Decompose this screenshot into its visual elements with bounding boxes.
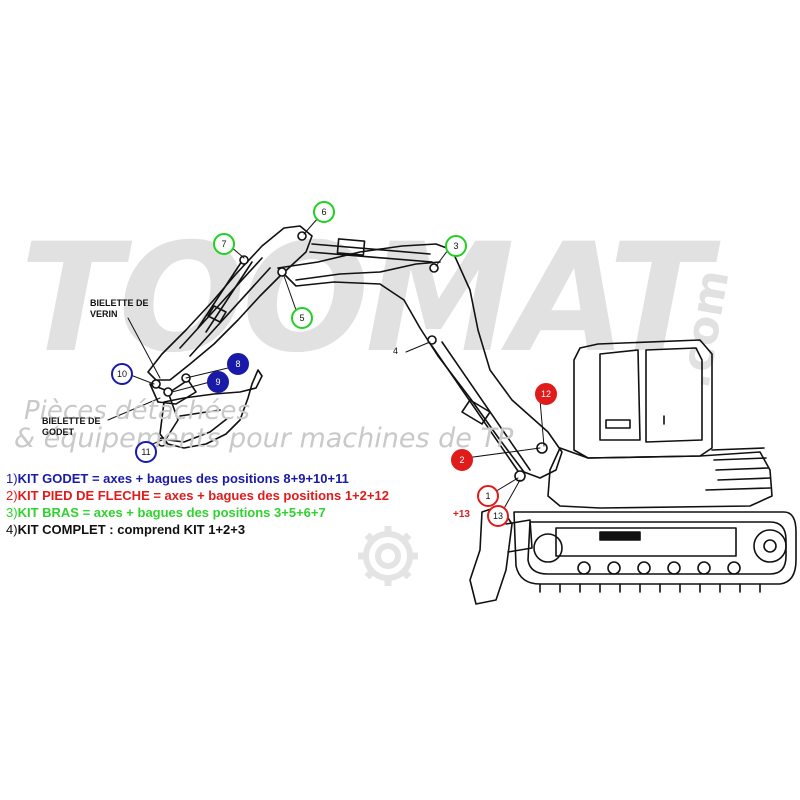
callout-11: 11: [135, 441, 157, 463]
pin-markers: [151, 231, 548, 482]
legend-text: KIT BRAS = axes + bagues des positions 3…: [17, 505, 326, 520]
legend-kit-complet: 4)KIT COMPLET : comprend KIT 1+2+3: [6, 521, 526, 538]
watermark-tagline-2: & équipements pour machines de TP: [14, 423, 514, 454]
kit-legend: 1)KIT GODET = axes + bagues des position…: [6, 470, 526, 538]
track-outline: [513, 511, 797, 585]
legend-text: KIT GODET = axes + bagues des positions …: [17, 471, 349, 486]
callout-7: 7: [213, 233, 235, 255]
callout-3: 3: [445, 235, 467, 257]
callout-2: 2: [451, 449, 473, 471]
bucket-cylinder: [197, 257, 253, 333]
cab-window-front: [599, 349, 641, 441]
body-frame: [547, 447, 773, 509]
engine-grille: [705, 447, 771, 491]
cab-window-side: [645, 347, 703, 443]
legend-extra-position: +13: [453, 509, 470, 520]
legend-kit-bras: 3)KIT BRAS = axes + bagues des positions…: [6, 504, 526, 521]
legend-num: 3): [6, 505, 18, 520]
gear-watermark-icon: [358, 526, 418, 586]
callout-4: 4: [393, 346, 399, 356]
legend-kit-pied-de-fleche: 2)KIT PIED DE FLECHE = axes + bagues des…: [6, 487, 526, 504]
callout-10: 10: [111, 363, 133, 385]
label-biellette-verin-line2: VERIN: [90, 309, 118, 319]
track-shoes: [539, 583, 761, 593]
arm-cylinder: [309, 243, 433, 263]
callout-12: 12: [535, 383, 557, 405]
legend-text: KIT PIED DE FLECHE = axes + bagues des p…: [17, 488, 389, 503]
machine-lines: [107, 217, 797, 605]
legend-num: 4): [6, 522, 18, 537]
callout-6: 6: [313, 201, 335, 223]
watermark-logo: TOOMAT .com: [20, 212, 739, 392]
track-inner: [527, 521, 787, 575]
label-biellette-godet-line1: BIELETTE DE: [42, 416, 101, 426]
legend-text: KIT COMPLET : comprend KIT 1+2+3: [17, 522, 246, 537]
label-biellette-verin: BIELETTE DE VERIN: [90, 298, 149, 320]
boom-outline: [277, 243, 563, 479]
idler-wheel: [533, 533, 563, 563]
legend-num: 1): [6, 471, 18, 486]
boom-inner-line: [295, 261, 441, 281]
track-rollers: [577, 561, 741, 575]
label-biellette-godet: BIELETTE DE GODET: [42, 416, 101, 438]
cab-outline: [573, 339, 713, 459]
callout-8: 8: [227, 353, 249, 375]
watermark-tagline-1: Pièces détachées: [24, 396, 250, 426]
track-frame: [555, 527, 737, 557]
legend-num: 2): [6, 488, 18, 503]
label-biellette-godet-line2: GODET: [42, 427, 75, 437]
watermark-brand: TOOMAT: [20, 212, 721, 386]
callout-9: 9: [207, 371, 229, 393]
sprocket-wheel: [753, 529, 787, 563]
legend-kit-godet: 1)KIT GODET = axes + bagues des position…: [6, 470, 526, 487]
callout-5: 5: [291, 307, 313, 329]
leader-lines: [107, 217, 545, 513]
callout-1: 1: [477, 485, 499, 507]
callout-13: 13: [487, 505, 509, 527]
label-biellette-verin-line1: BIELETTE DE: [90, 298, 149, 308]
bucket: [159, 369, 263, 449]
